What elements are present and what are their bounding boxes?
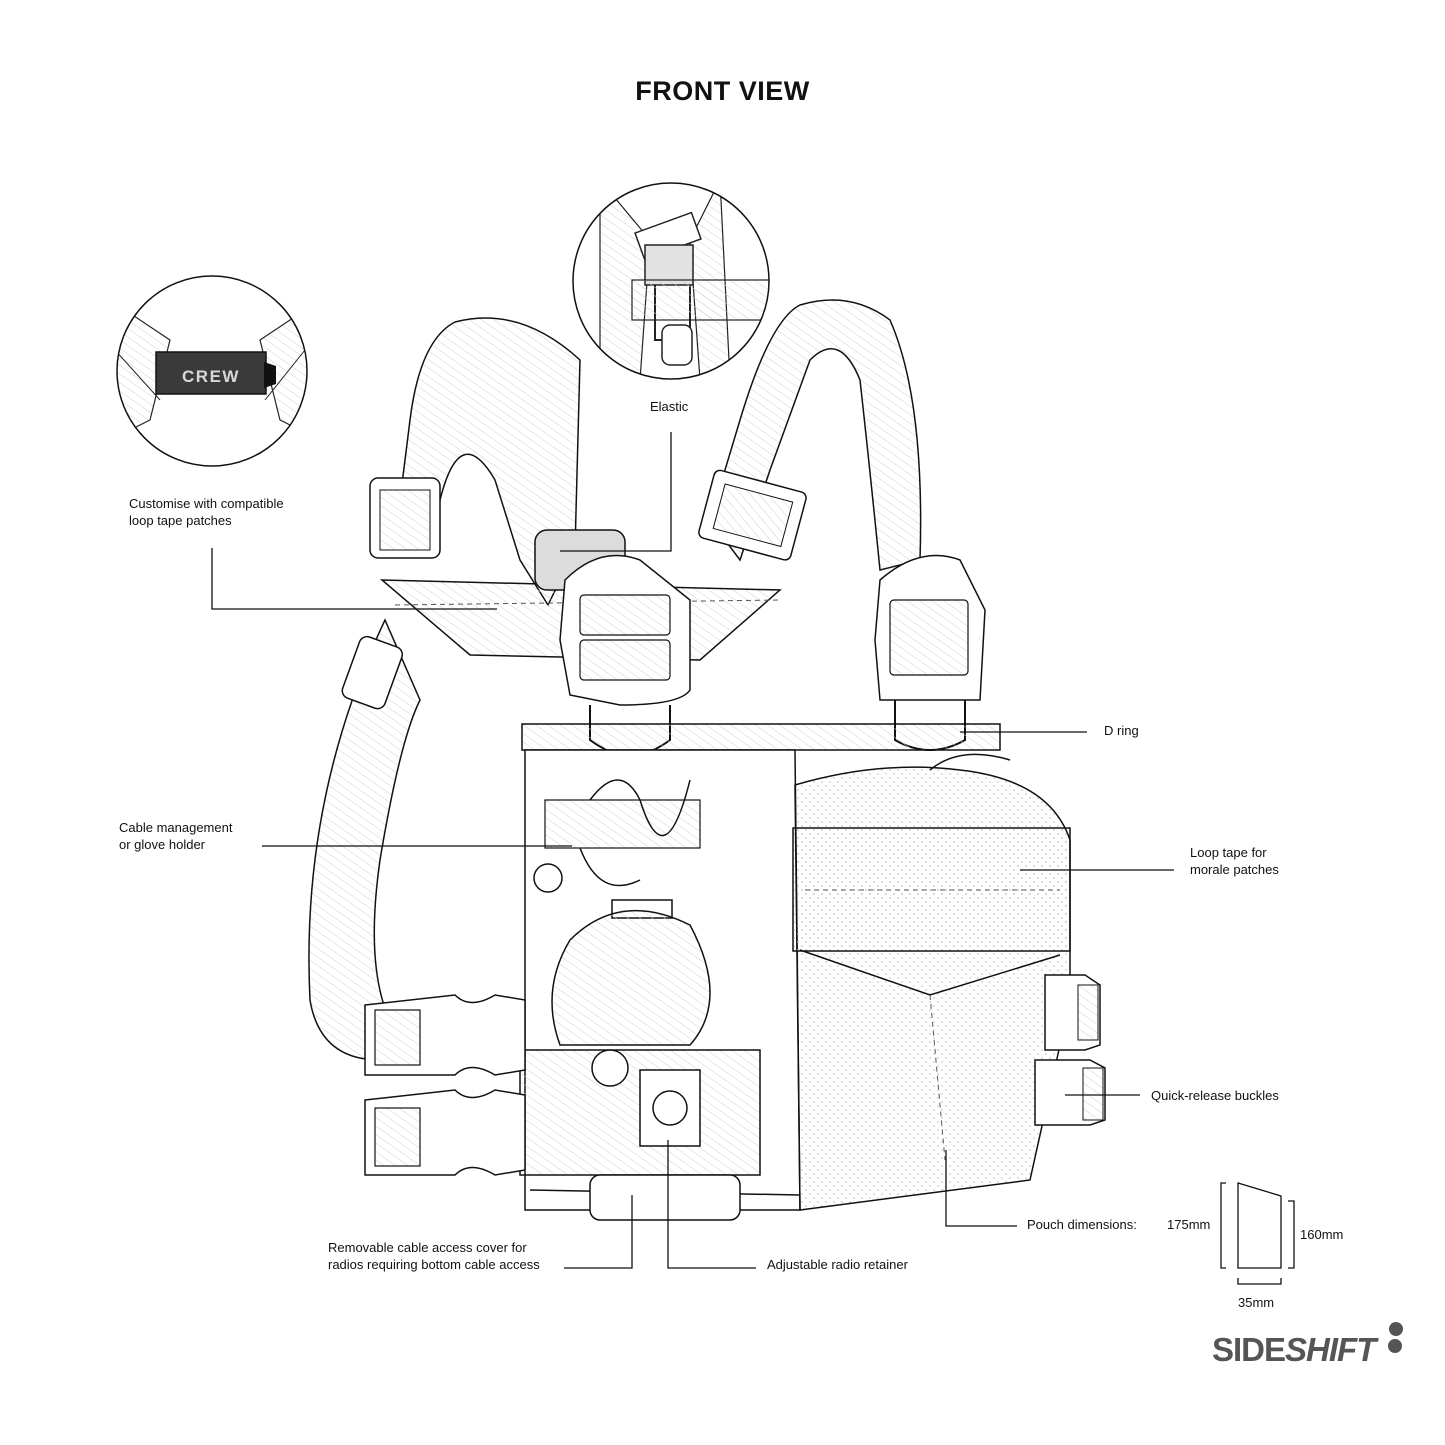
- label-cover-line2: radios requiring bottom cable access: [328, 1257, 540, 1272]
- label-loop-line2: morale patches: [1190, 862, 1279, 877]
- logo-text-side: SIDE: [1212, 1331, 1286, 1368]
- dimension-depth: 35mm: [1238, 1295, 1275, 1310]
- buckle-left-lower: [364, 1089, 526, 1176]
- label-loop-tape: Loop tape for morale patches: [1190, 844, 1279, 878]
- dimension-height-right: 160mm: [1300, 1227, 1344, 1242]
- label-customise: Customise with compatible loop tape patc…: [129, 495, 284, 529]
- cable-strap: [544, 799, 701, 849]
- pouch-dimension-diagram: [1220, 1182, 1295, 1285]
- label-customise-line1: Customise with compatible: [129, 496, 284, 511]
- brand-logo: SIDESHIFT: [1212, 1331, 1376, 1369]
- leader-elastic: [560, 432, 672, 552]
- label-customise-line2: loop tape patches: [129, 513, 232, 528]
- label-pouch-dimensions: Pouch dimensions:: [1027, 1217, 1137, 1232]
- page-title: FRONT VIEW: [635, 76, 810, 106]
- label-d-ring: D ring: [1104, 723, 1139, 738]
- label-elastic: Elastic: [650, 399, 689, 414]
- label-loop-line1: Loop tape for: [1190, 845, 1267, 860]
- leader-lines: [211, 432, 1174, 1269]
- leader-cover: [564, 1195, 633, 1269]
- strap-end-left: [559, 554, 691, 756]
- logo-text-shift: SHIFT: [1285, 1331, 1376, 1368]
- buckle-left-upper: [364, 994, 526, 1076]
- label-radio-retainer: Adjustable radio retainer: [767, 1257, 908, 1272]
- top-webbing: [521, 723, 1001, 751]
- shoulder-strap-right: [698, 299, 922, 571]
- patch-badge-text: CREW: [182, 367, 240, 386]
- detail-circle-elastic: [572, 182, 770, 380]
- leader-pouch: [945, 1150, 1017, 1227]
- logo-dots-icon: [1388, 1322, 1403, 1353]
- label-cable-line1: Cable management: [119, 820, 233, 835]
- radio-shape: [551, 909, 711, 1046]
- detail-circle-patch: CREW: [116, 275, 308, 467]
- label-quick-release: Quick-release buckles: [1151, 1088, 1279, 1103]
- buckle-right-lower: [1034, 1059, 1106, 1126]
- shoulder-strap-left: [369, 317, 581, 607]
- strap-end-right: [874, 554, 986, 751]
- dimension-height-left: 175mm: [1167, 1217, 1211, 1232]
- label-cable-management: Cable management or glove holder: [119, 819, 232, 853]
- buckle-right-upper: [1044, 974, 1101, 1051]
- label-cover-line1: Removable cable access cover for: [328, 1240, 527, 1255]
- label-removable-cover: Removable cable access cover for radios …: [328, 1239, 540, 1273]
- leader-customise: [211, 548, 497, 610]
- leader-retainer: [667, 1140, 756, 1269]
- label-cable-line2: or glove holder: [119, 837, 205, 852]
